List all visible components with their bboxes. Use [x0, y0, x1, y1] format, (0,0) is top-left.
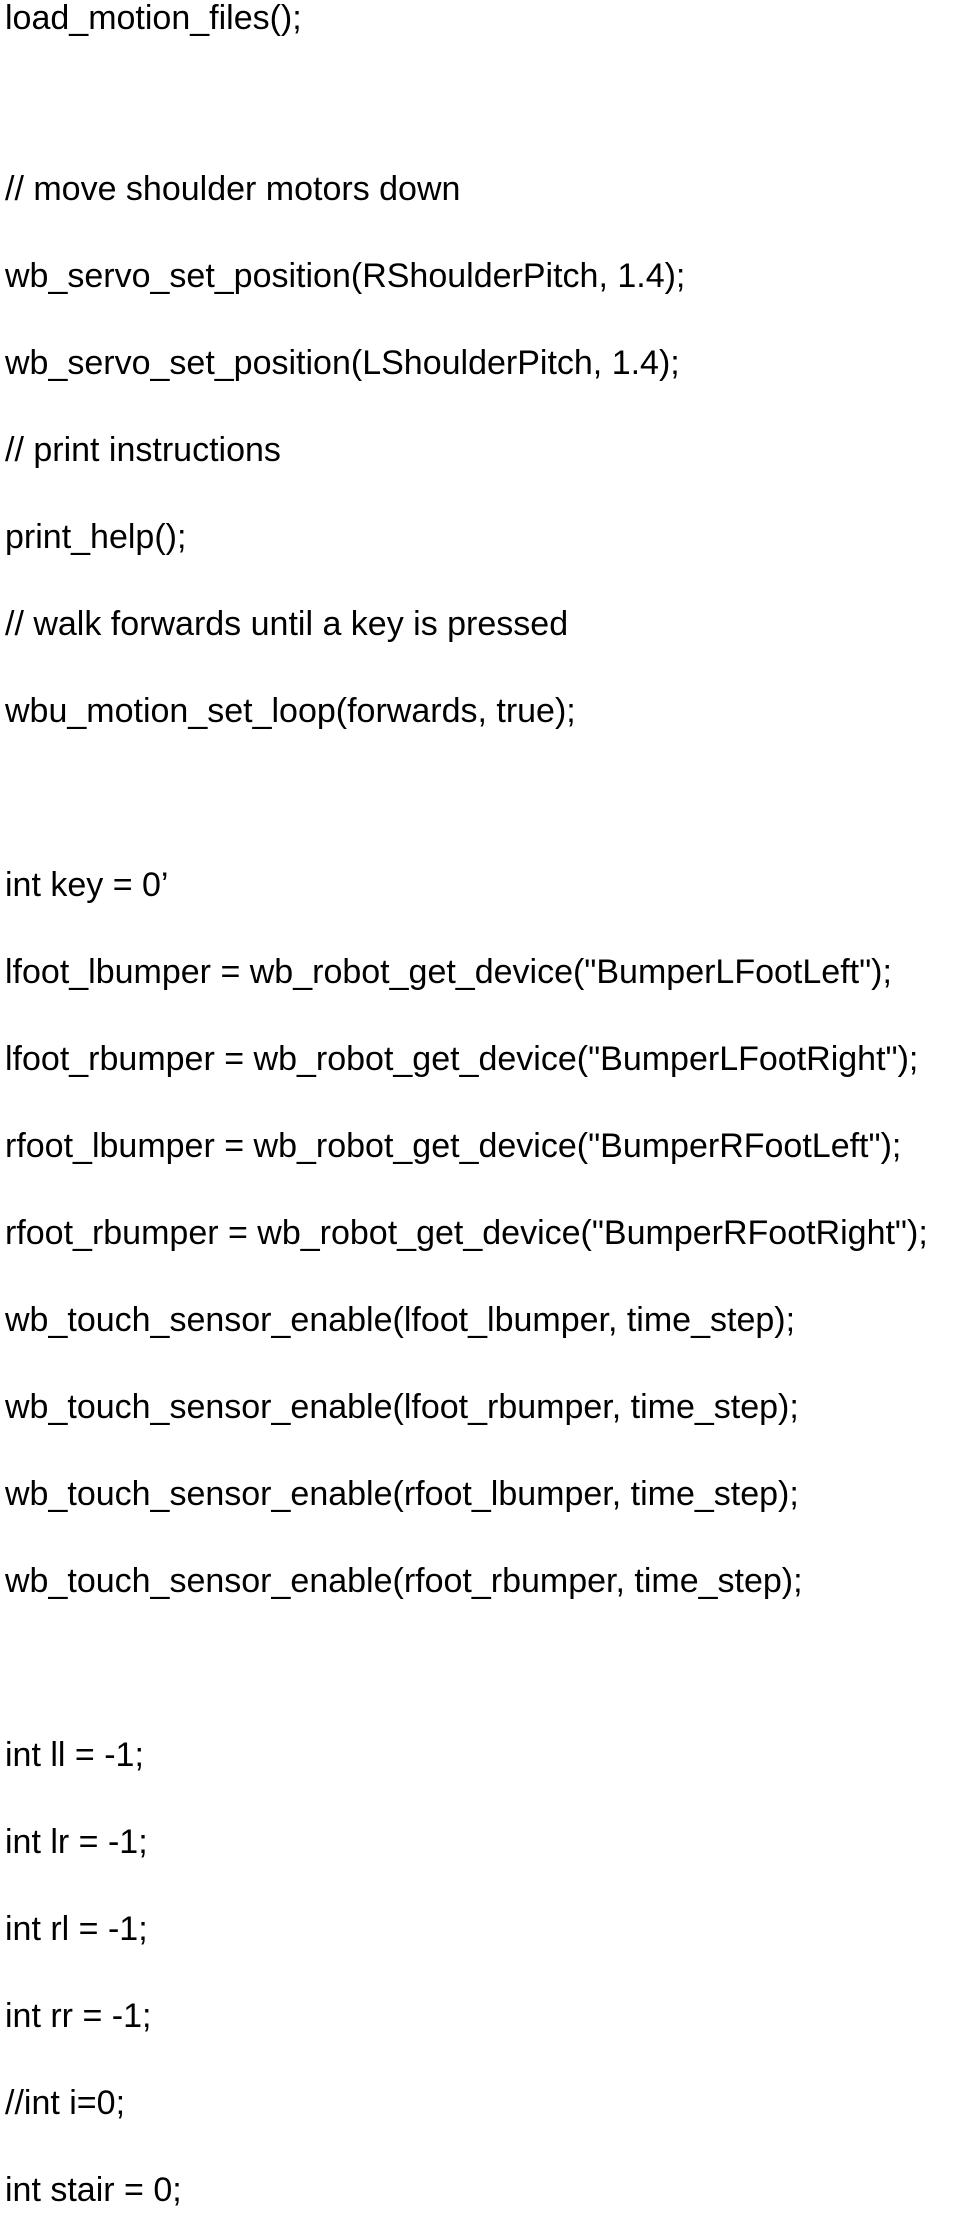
code-line: wb_touch_sensor_enable(rfoot_rbumper, ti…	[5, 1562, 803, 1600]
code-line: int lr = -1;	[5, 1823, 148, 1861]
code-line: wb_servo_set_position(LShoulderPitch, 1.…	[5, 344, 680, 382]
code-line: lfoot_lbumper = wb_robot_get_device("Bum…	[5, 953, 892, 991]
code-line: int key = 0’	[5, 866, 169, 904]
code-line: int rr = -1;	[5, 1997, 152, 2035]
code-line: int stair = 0;	[5, 2171, 182, 2209]
code-line: wbu_motion_set_loop(forwards, true);	[5, 692, 576, 730]
code-line: wb_touch_sensor_enable(rfoot_lbumper, ti…	[5, 1475, 799, 1513]
code-line: int rl = -1;	[5, 1910, 148, 1948]
code-line: print_help();	[5, 518, 187, 556]
code-line: //int i=0;	[5, 2084, 126, 2122]
code-line: rfoot_lbumper = wb_robot_get_device("Bum…	[5, 1127, 902, 1165]
code-line: // move shoulder motors down	[5, 170, 461, 208]
code-line: rfoot_rbumper = wb_robot_get_device("Bum…	[5, 1214, 928, 1252]
code-line: wb_touch_sensor_enable(lfoot_rbumper, ti…	[5, 1388, 799, 1426]
code-line: lfoot_rbumper = wb_robot_get_device("Bum…	[5, 1040, 919, 1078]
code-line: // print instructions	[5, 431, 281, 469]
code-line: int ll = -1;	[5, 1736, 144, 1774]
code-line: wb_servo_set_position(RShoulderPitch, 1.…	[5, 257, 686, 295]
code-line: // walk forwards until a key is pressed	[5, 605, 569, 643]
code-line: wb_touch_sensor_enable(lfoot_lbumper, ti…	[5, 1301, 796, 1339]
code-line: load_motion_files();	[5, 0, 302, 37]
